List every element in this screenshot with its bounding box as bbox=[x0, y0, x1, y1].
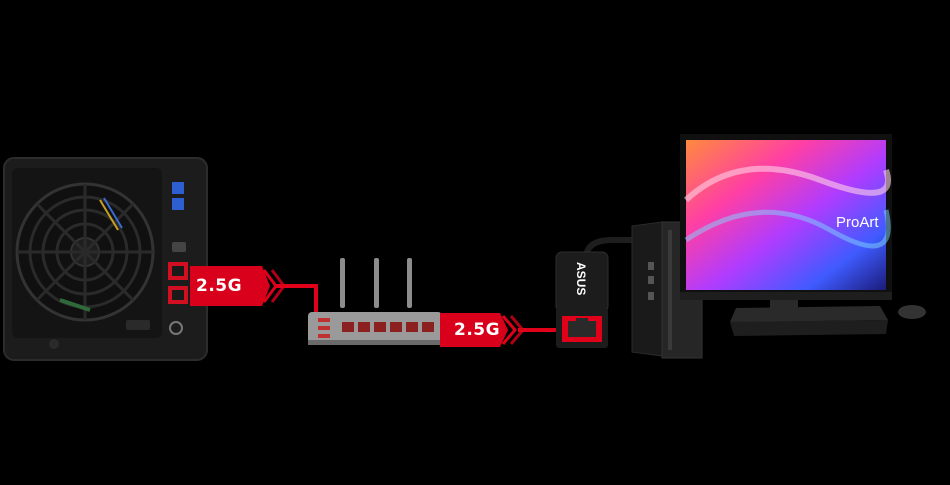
fan-icon bbox=[15, 182, 155, 322]
nas-device bbox=[3, 157, 208, 361]
link-1 bbox=[190, 266, 318, 312]
link-1-speed-label: 2.5G bbox=[196, 276, 243, 296]
rj45-port-icon bbox=[562, 316, 602, 342]
usb-ethernet-adapter bbox=[555, 237, 640, 348]
link-2-speed-label: 2.5G bbox=[454, 320, 501, 340]
router-device bbox=[308, 258, 442, 345]
lan-port-icon bbox=[168, 262, 188, 304]
monitor-brand-label: ProArt bbox=[836, 214, 879, 231]
adapter-brand-label: ASUS bbox=[574, 262, 588, 296]
mouse bbox=[898, 305, 926, 319]
monitor bbox=[680, 134, 892, 326]
link-2 bbox=[440, 313, 560, 347]
keyboard bbox=[730, 306, 888, 336]
router-ports bbox=[342, 322, 434, 332]
